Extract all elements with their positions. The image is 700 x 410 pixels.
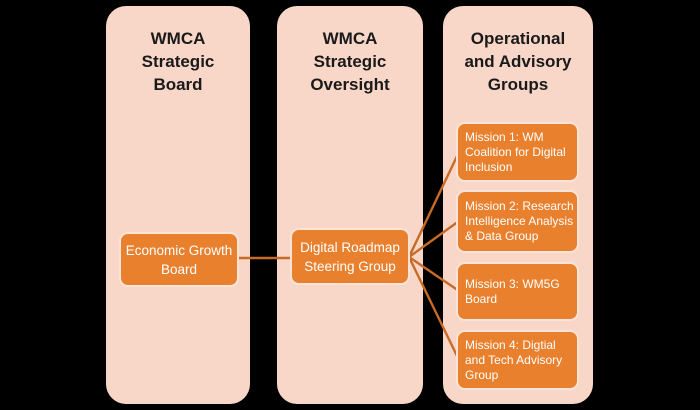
node-economic-growth-board: Economic Growth Board — [119, 232, 239, 287]
node-mission-4: Mission 4: Digtial and Tech Advisory Gro… — [456, 330, 579, 390]
connector-digital-to-mission2 — [408, 220, 460, 258]
connector-digital-to-mission3 — [408, 256, 460, 292]
node-digital-roadmap-steering-group: Digital Roadmap Steering Group — [290, 228, 410, 285]
connector-digital-to-mission1 — [407, 151, 461, 258]
node-label: Mission 4: Digtial and Tech Advisory Gro… — [465, 337, 563, 382]
column-wmca-strategic-oversight: WMCA Strategic Oversight — [277, 6, 423, 404]
column-title: Operational and Advisory Groups — [464, 29, 572, 94]
node-label: Mission 2: Research Intelligence Analysi… — [465, 199, 574, 243]
node-label: Mission 3: WM5G Board — [465, 276, 560, 306]
node-mission-1: Mission 1: WM Coalition for Digital Incl… — [456, 122, 579, 182]
connector-digital-to-mission4 — [407, 256, 461, 361]
node-label: Digital Roadmap Steering Group — [300, 239, 400, 274]
column-title: WMCA Strategic Oversight — [310, 29, 390, 94]
node-mission-3: Mission 3: WM5G Board — [456, 262, 579, 321]
node-label: Mission 1: WM Coalition for Digital Incl… — [465, 129, 566, 174]
node-label: Economic Growth Board — [125, 242, 233, 277]
node-mission-2: Mission 2: Research Intelligence Analysi… — [456, 190, 579, 253]
column-title: WMCA Strategic Board — [141, 29, 215, 94]
column-wmca-strategic-board: WMCA Strategic Board — [106, 6, 250, 404]
